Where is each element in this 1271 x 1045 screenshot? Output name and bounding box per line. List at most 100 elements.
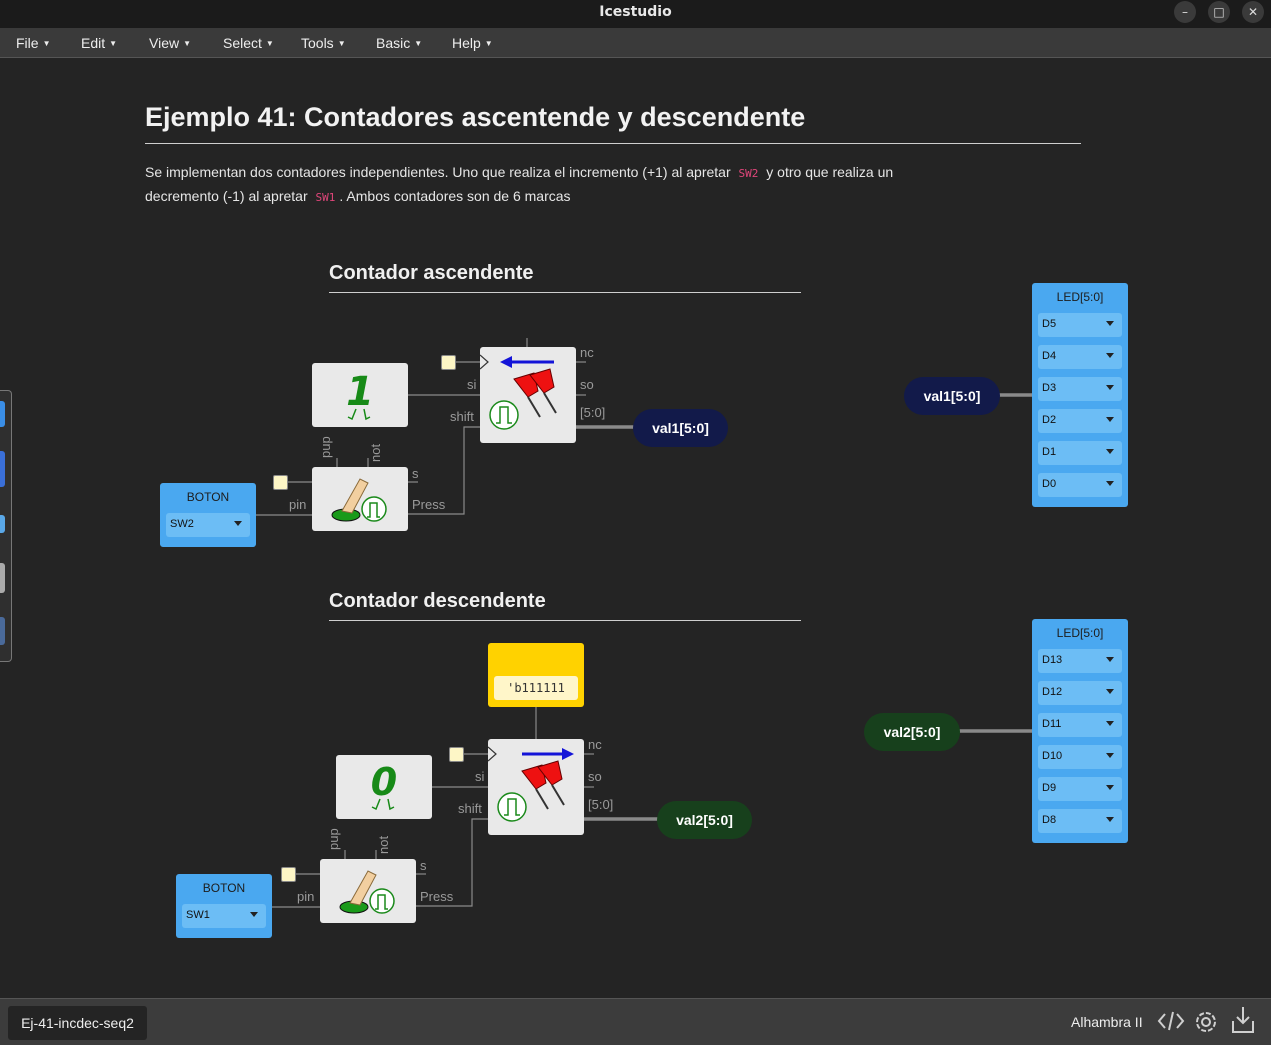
button-block-down[interactable] [320,859,416,923]
output-led-down[interactable]: LED[5:0] D13 D12 D11 D10 D9 D8 [1032,619,1128,843]
label-output-val1[interactable]: val1[5:0] [633,409,728,447]
port-so-down: so [588,769,602,784]
digit-zero-icon: 0 [371,760,397,811]
pin-select-d0[interactable]: D0 [1038,473,1122,497]
download-icon[interactable] [1230,1005,1256,1040]
pushpin-right-icon [487,746,574,822]
menu-edit[interactable]: Edit▼ [81,35,118,51]
port-pin-up: pin [289,497,307,512]
menu-file[interactable]: File▼ [16,35,51,51]
constant-b111111[interactable]: 'b111111 [488,643,584,707]
section-divider-down [329,620,801,621]
port-pup-up: pup [318,436,333,458]
input-name: BOTON [202,881,246,895]
port-press-up: Press [412,497,446,512]
port-si-up: si [467,377,477,392]
port-so-up: so [580,377,594,392]
input-pin-boton-down[interactable]: BOTON SW1 [176,874,272,938]
const-one-block[interactable]: 1 [312,363,408,427]
dock-item-icon[interactable] [0,617,5,645]
port-press-down: Press [420,889,454,904]
push-button-icon [339,870,395,914]
port-nc-down: nc [588,737,602,752]
port-si-down: si [475,769,485,784]
section-divider-up [329,292,801,293]
close-button[interactable]: ✕ [1242,1,1264,23]
port-pup-down: pup [326,828,341,850]
port-pin-down: pin [297,889,315,904]
output-name: LED[5:0] [1056,290,1104,304]
design-canvas[interactable]: Ejemplo 41: Contadores ascentende y desc… [0,58,1271,998]
pin-select-d9[interactable]: D9 [1038,777,1122,801]
settings-icon[interactable] [1193,1009,1219,1040]
section-heading-down: Contador descendente [329,590,546,612]
pin-select-d10[interactable]: D10 [1038,745,1122,769]
port-not-down: not [376,835,391,854]
label-input-val2[interactable]: val2[5:0] [864,713,960,751]
label-output-val2[interactable]: val2[5:0] [657,801,752,839]
code-icon[interactable] [1157,1009,1185,1038]
input-name: BOTON [186,490,230,504]
pin-select-d13[interactable]: D13 [1038,649,1122,673]
pin-select-d3[interactable]: D3 [1038,377,1122,401]
pin-select-sw1[interactable]: SW1 [182,904,266,928]
pin-select-d11[interactable]: D11 [1038,713,1122,737]
digit-one-icon: 1 [346,369,374,421]
port-s-down: s [420,858,427,873]
page-title: Ejemplo 41: Contadores ascentende y desc… [145,102,806,132]
menu-tools[interactable]: Tools▼ [301,35,346,51]
output-name: LED[5:0] [1056,626,1104,640]
button-block-up[interactable] [312,467,408,531]
pin-select-d2[interactable]: D2 [1038,409,1122,433]
dock-item-icon[interactable] [0,451,5,487]
dock-item-icon[interactable] [0,401,5,427]
menu-help[interactable]: Help▼ [452,35,493,51]
pushpin-left-icon [479,354,557,430]
file-tab[interactable]: Ej-41-incdec-seq2 [8,1006,147,1040]
menu-bar: File▼ Edit▼ View▼ Select▼ Tools▼ Basic▼ … [0,28,1271,58]
output-led-up[interactable]: LED[5:0] D5 D4 D3 D2 D1 D0 [1032,283,1128,507]
clock-input-up-counter[interactable] [441,355,456,370]
port-bus-up: [5:0] [580,405,606,420]
pin-select-d8[interactable]: D8 [1038,809,1122,833]
pin-select-d4[interactable]: D4 [1038,345,1122,369]
title-divider [145,143,1081,144]
maximize-button[interactable]: □ [1208,1,1230,23]
port-not-up: not [368,443,383,462]
menu-view[interactable]: View▼ [149,35,192,51]
pin-select-sw2[interactable]: SW2 [166,513,250,537]
clock-input-down-counter[interactable] [449,747,464,762]
menu-select[interactable]: Select▼ [223,35,274,51]
const-zero-block[interactable]: 0 [336,755,432,819]
board-selector[interactable]: Alhambra II [1071,1014,1143,1030]
minimize-button[interactable]: – [1174,1,1196,23]
port-nc-up: nc [580,345,594,360]
port-shift-up: shift [450,409,474,424]
port-shift-down: shift [458,801,482,816]
pin-select-d12[interactable]: D12 [1038,681,1122,705]
clock-input-down-button[interactable] [281,867,296,882]
push-button-icon [331,478,387,522]
title-bar: Icestudio – □ ✕ [0,0,1271,28]
window-title: Icestudio [599,4,672,20]
menu-basic[interactable]: Basic▼ [376,35,423,51]
left-dock[interactable] [0,390,12,662]
dock-item-icon[interactable] [0,563,5,593]
label-input-val1[interactable]: val1[5:0] [904,377,1000,415]
pin-select-d5[interactable]: D5 [1038,313,1122,337]
pin-select-d1[interactable]: D1 [1038,441,1122,465]
bottom-bar: Ej-41-incdec-seq2 Alhambra II [0,998,1271,1045]
section-heading-up: Contador ascendente [329,262,534,284]
svg-text:1: 1 [346,369,374,415]
svg-text:0: 0 [371,760,397,804]
shift-register-up[interactable] [479,347,576,443]
dock-item-icon[interactable] [0,515,5,533]
port-bus-down: [5:0] [588,797,614,812]
wires-layer [256,338,1032,908]
constant-value[interactable]: 'b111111 [494,676,578,700]
input-pin-boton-up[interactable]: BOTON SW2 [160,483,256,547]
port-s-up: s [412,466,419,481]
clock-input-up-button[interactable] [273,475,288,490]
shift-register-down[interactable] [487,739,584,835]
